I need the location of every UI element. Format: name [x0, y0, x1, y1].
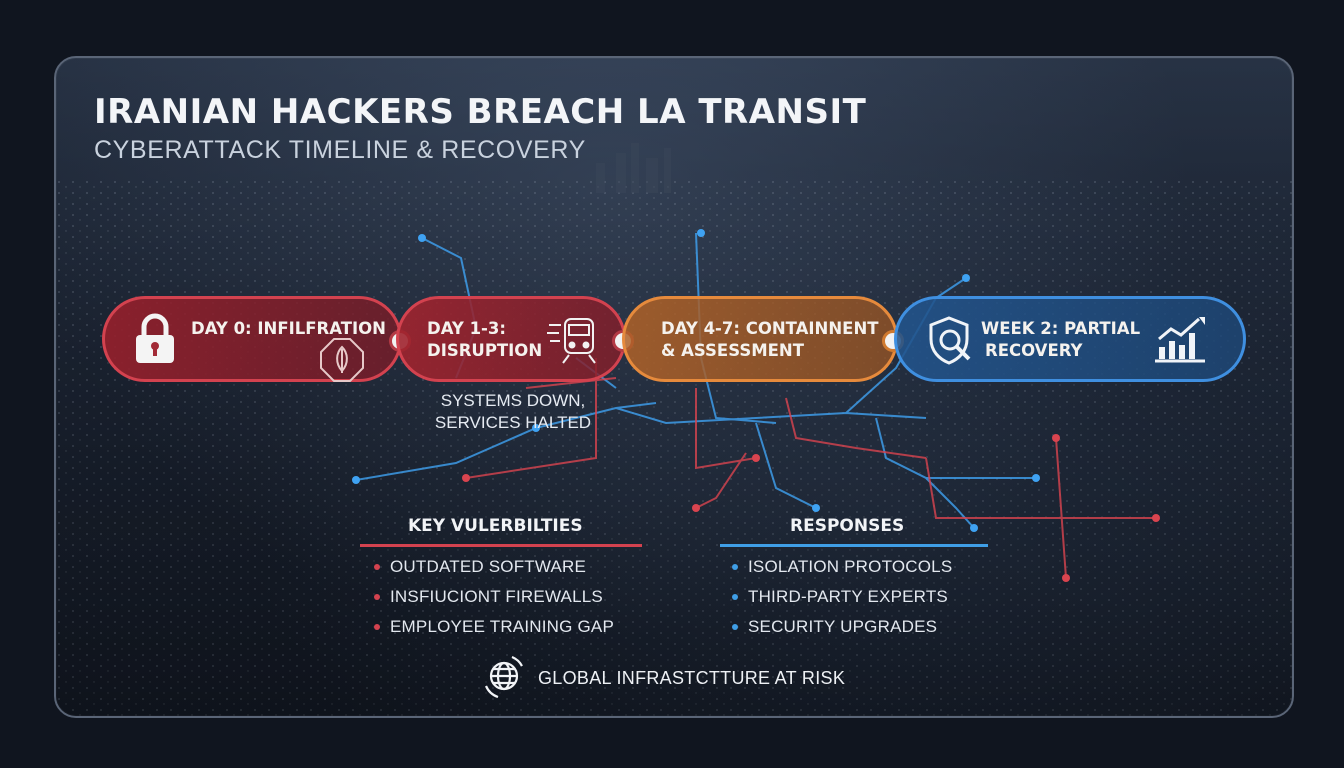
stage-label-day1-3-line1: DAY 1-3: [427, 319, 506, 338]
list-item: SECURITY UPGRADES [732, 612, 952, 642]
globe-signal-icon [484, 656, 523, 699]
bullet-dot [732, 624, 738, 630]
stage-label-week2-line2: RECOVERY [985, 341, 1083, 360]
bullet-dot [374, 624, 380, 630]
timeline-stage-week2: WEEK 2: PARTIAL RECOVERY [894, 296, 1246, 382]
page-title: IRANIAN HACKERS BREACH LA TRANSIT [94, 92, 867, 132]
timeline-stage-day0: DAY 0: INFILFRATION [102, 296, 402, 382]
bullet-dot [374, 564, 380, 570]
vulnerabilities-heading: KEY VULERBILTIES [408, 516, 583, 536]
list-item-text: ISOLATION PROTOCOLS [748, 557, 953, 576]
list-item: ISOLATION PROTOCOLS [732, 552, 952, 582]
timeline-stage-day4-7: DAY 4-7: CONTAINNENT & ASSESSMENT [622, 296, 898, 382]
growth-chart-icon [1155, 317, 1205, 363]
bullet-dot [732, 564, 738, 570]
disruption-note-line1: SYSTEMS DOWN, [440, 391, 586, 410]
responses-heading: RESPONSES [790, 516, 905, 536]
list-item: INSFIUCIONT FIREWALLS [374, 582, 614, 612]
responses-rule [720, 544, 988, 547]
emblem-icon [320, 338, 364, 382]
stage-label-day4-7-line1: DAY 4-7: CONTAINNENT [661, 319, 879, 338]
list-item: OUTDATED SOFTWARE [374, 552, 614, 582]
stage-label-day0: DAY 0: INFILFRATION [191, 319, 386, 338]
shield-search-icon [929, 316, 971, 365]
stage-label-week2-line1: WEEK 2: PARTIAL [981, 319, 1141, 338]
stage-label-day1-3-line2: DISRUPTION [427, 341, 543, 360]
global-risk-text: GLOBAL INFRASTCTTURE AT RISK [538, 667, 846, 688]
vulnerabilities-rule [360, 544, 642, 547]
responses-list: ISOLATION PROTOCOLS THIRD-PARTY EXPERTS … [732, 552, 952, 642]
train-icon [547, 318, 596, 364]
list-item-text: SECURITY UPGRADES [748, 617, 938, 636]
list-item-text: OUTDATED SOFTWARE [390, 557, 587, 576]
bullet-dot [732, 594, 738, 600]
timeline-stage-day1-3: DAY 1-3: DISRUPTION [396, 296, 626, 382]
vulnerabilities-list: OUTDATED SOFTWARE INSFIUCIONT FIREWALLS … [374, 552, 614, 642]
city-network-background [56, 58, 1292, 716]
list-item: THIRD-PARTY EXPERTS [732, 582, 952, 612]
global-risk-footer: GLOBAL INFRASTCTTURE AT RISK [482, 656, 845, 700]
padlock-icon [136, 313, 174, 363]
list-item-text: EMPLOYEE TRAINING GAP [390, 617, 614, 636]
list-item: EMPLOYEE TRAINING GAP [374, 612, 614, 642]
page-subtitle: CYBERATTACK TIMELINE & RECOVERY [94, 136, 586, 164]
disruption-note-line2: SERVICES HALTED [434, 413, 592, 432]
bullet-dot [374, 594, 380, 600]
list-item-text: INSFIUCIONT FIREWALLS [390, 587, 603, 606]
list-item-text: THIRD-PARTY EXPERTS [748, 587, 948, 606]
stage-label-day4-7-line2: & ASSESSMENT [661, 341, 804, 360]
infographic-card: IRANIAN HACKERS BREACH LA TRANSIT CYBERA… [54, 56, 1294, 718]
disruption-note: SYSTEMS DOWN, SERVICES HALTED [418, 390, 608, 434]
